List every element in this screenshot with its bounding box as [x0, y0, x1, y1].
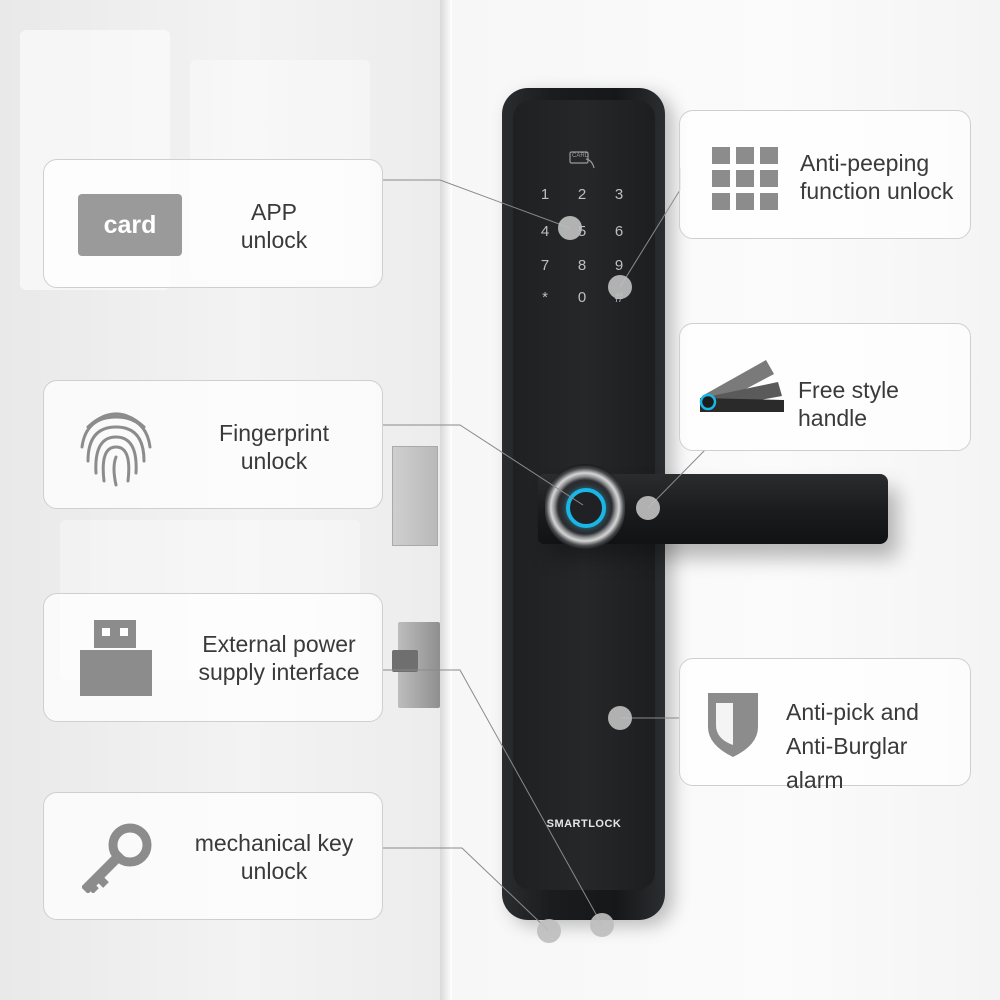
feature-card-power: External power supply interface	[43, 593, 383, 722]
door-latch	[392, 622, 440, 708]
callout-dot	[590, 913, 614, 937]
keypad-key[interactable]: 8	[577, 257, 587, 274]
keypad-key[interactable]: 3	[614, 186, 624, 203]
feature-card-key: mechanical key unlock	[43, 792, 383, 920]
callout-dot	[608, 275, 632, 299]
keypad-key[interactable]: 7	[540, 257, 550, 274]
shield-icon	[708, 693, 758, 762]
callout-dot	[537, 919, 561, 943]
feature-card-anti-peeping: Anti-peeping function unlock	[679, 110, 971, 239]
keypad-key[interactable]: 6	[614, 223, 624, 240]
feature-card-fingerprint: Fingerprint unlock	[43, 380, 383, 509]
rfid-card-icon: CARD	[566, 150, 602, 170]
card-badge: card	[78, 194, 182, 256]
keypad-key[interactable]: 5	[577, 223, 587, 240]
feature-card-handle: Free style handle	[679, 323, 971, 451]
strike-plate	[392, 446, 438, 546]
feature-label: Anti-pick and Anti-Burglar alarm	[786, 699, 919, 793]
keypad-key[interactable]: 9	[614, 257, 624, 274]
brand-label: SMARTLOCK	[546, 818, 622, 830]
callout-dot	[636, 496, 660, 520]
feature-label: mechanical key unlock	[194, 830, 354, 884]
door-edge	[440, 0, 452, 1000]
feature-label: External power supply interface	[198, 631, 360, 685]
grid-icon	[712, 147, 778, 216]
key-icon	[80, 821, 154, 898]
handle-icon	[692, 352, 792, 419]
usb-icon	[80, 620, 156, 703]
feature-label: Fingerprint unlock	[219, 420, 329, 474]
feature-label: APP unlock	[240, 199, 308, 253]
fingerprint-icon	[74, 401, 158, 492]
keypad-key[interactable]: 2	[577, 186, 587, 203]
callout-dot	[608, 706, 632, 730]
feature-label: Free style handle	[798, 377, 899, 431]
keypad-key[interactable]: 0	[577, 289, 587, 306]
feature-label: Anti-peeping function unlock	[800, 150, 954, 204]
feature-card-anti-pick: Anti-pick and Anti-Burglar alarm	[679, 658, 971, 793]
keypad-key[interactable]: 1	[540, 186, 550, 203]
rfid-label: CARD	[572, 153, 590, 159]
keypad-key[interactable]: *	[542, 289, 548, 306]
callout-dot	[558, 216, 582, 240]
keypad-key[interactable]: 4	[540, 223, 550, 240]
feature-card-app-unlock: card APP unlock	[43, 159, 383, 288]
fingerprint-sensor[interactable]	[566, 488, 606, 528]
